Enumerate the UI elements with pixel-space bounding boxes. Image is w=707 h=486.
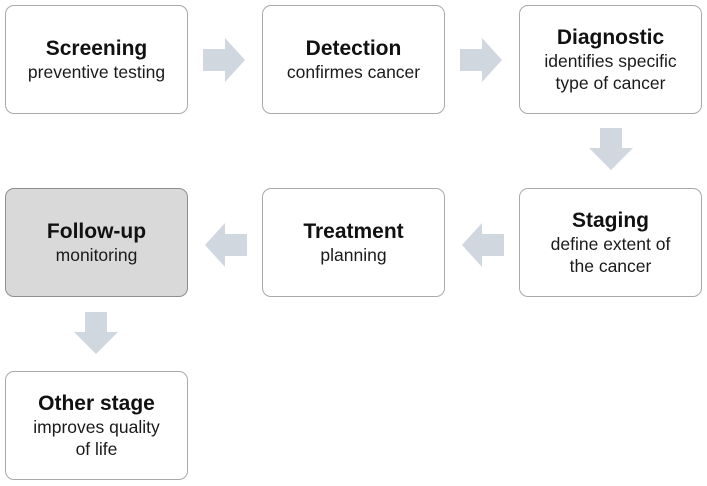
- followup-box: Follow-up monitoring: [5, 188, 188, 297]
- other-stage-description: improves quality of life: [33, 417, 160, 459]
- screening-title: Screening: [45, 37, 148, 60]
- staging-box: Staging define extent of the cancer: [519, 188, 702, 297]
- screening-description: preventive testing: [27, 62, 166, 82]
- detection-description: confirmes cancer: [286, 62, 421, 82]
- diagnostic-description: identifies specific type of cancer: [544, 51, 677, 93]
- arrow-left-icon: [462, 223, 504, 267]
- treatment-title: Treatment: [303, 220, 404, 243]
- other-stage-title: Other stage: [38, 392, 155, 415]
- detection-title: Detection: [305, 37, 402, 60]
- staging-title: Staging: [572, 209, 649, 232]
- diagnostic-title: Diagnostic: [556, 26, 665, 49]
- staging-description: define extent of the cancer: [550, 234, 671, 276]
- treatment-description: planning: [320, 245, 387, 265]
- other-stage-box: Other stage improves quality of life: [5, 371, 188, 480]
- followup-title: Follow-up: [46, 220, 147, 243]
- followup-description: monitoring: [55, 245, 138, 265]
- diagnostic-box: Diagnostic identifies specific type of c…: [519, 5, 702, 114]
- arrow-left-icon: [205, 223, 247, 267]
- arrow-right-icon: [203, 38, 245, 82]
- detection-box: Detection confirmes cancer: [262, 5, 445, 114]
- arrow-down-icon: [589, 128, 633, 170]
- screening-box: Screening preventive testing: [5, 5, 188, 114]
- arrow-right-icon: [460, 38, 502, 82]
- treatment-box: Treatment planning: [262, 188, 445, 297]
- arrow-down-icon: [74, 312, 118, 354]
